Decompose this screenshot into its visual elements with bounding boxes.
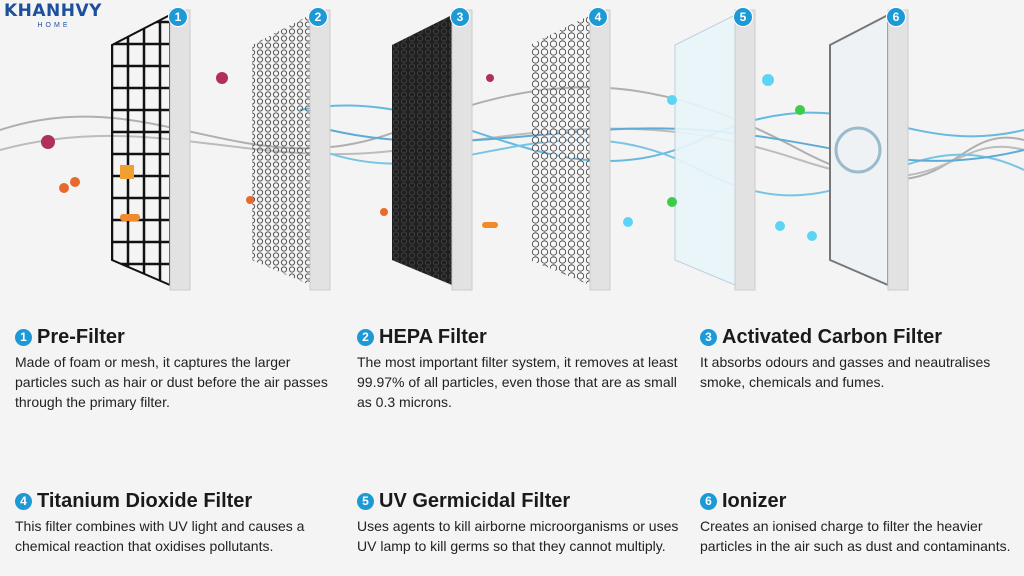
filter-card-uv-germicidal: 5 UV Germicidal Filter Uses agents to kil… — [357, 490, 687, 556]
card-description: It absorbs odours and gasses and neautra… — [700, 354, 991, 390]
filter-1-prefilter — [111, 9, 191, 291]
card-title: Ionizer — [722, 490, 787, 512]
card-title: UV Germicidal Filter — [379, 490, 571, 512]
filter-4-titanium — [530, 9, 611, 291]
card-description: Uses agents to kill airborne microorgani… — [357, 518, 679, 554]
card-title: Titanium Dioxide Filter — [37, 490, 253, 512]
filter-6-ionizer — [829, 9, 909, 291]
stage-badge-3: 3 — [450, 7, 470, 27]
number-badge: 2 — [357, 329, 374, 346]
stage-badge-4: 4 — [588, 7, 608, 27]
number-badge: 4 — [15, 493, 32, 510]
filter-illustration — [0, 9, 1024, 291]
filter-card-hepa: 2 HEPA Filter The most important filter s… — [357, 326, 687, 412]
particles — [41, 72, 817, 241]
filter-card-pre-filter: 1 Pre-Filter Made of foam or mesh, it cap… — [15, 326, 345, 412]
stage-badge-5: 5 — [733, 7, 753, 27]
filter-5-uv — [674, 9, 756, 291]
card-title: Pre-Filter — [37, 326, 125, 348]
card-description: Creates an ionised charge to filter the … — [700, 518, 1011, 554]
number-badge: 1 — [15, 329, 32, 346]
filter-2-hepa — [252, 9, 331, 291]
stage-badge-2: 2 — [308, 7, 328, 27]
filter-card-titanium-dioxide: 4 Titanium Dioxide Filter This filter com… — [15, 490, 345, 556]
card-title: Activated Carbon Filter — [722, 326, 943, 348]
logo-sub: HOME — [37, 22, 71, 29]
filter-3-carbon — [392, 9, 473, 291]
number-badge: 6 — [700, 493, 717, 510]
filter-card-activated-carbon: 3 Activated Carbon Filter It absorbs odou… — [700, 326, 1020, 392]
logo-brand: KHANHVY — [4, 1, 102, 21]
card-title: HEPA Filter — [379, 326, 487, 348]
stage-badge-1: 1 — [168, 7, 188, 27]
filter-card-ionizer: 6 Ionizer Creates an ionised charge to fi… — [700, 490, 1020, 556]
logo: KHANHVY HOME — [4, 2, 104, 30]
card-description: This filter combines with UV light and c… — [15, 518, 305, 554]
card-description: The most important filter system, it rem… — [357, 354, 678, 410]
card-description: Made of foam or mesh, it captures the la… — [15, 354, 328, 410]
number-badge: 3 — [700, 329, 717, 346]
stage-badge-6: 6 — [886, 7, 906, 27]
number-badge: 5 — [357, 493, 374, 510]
